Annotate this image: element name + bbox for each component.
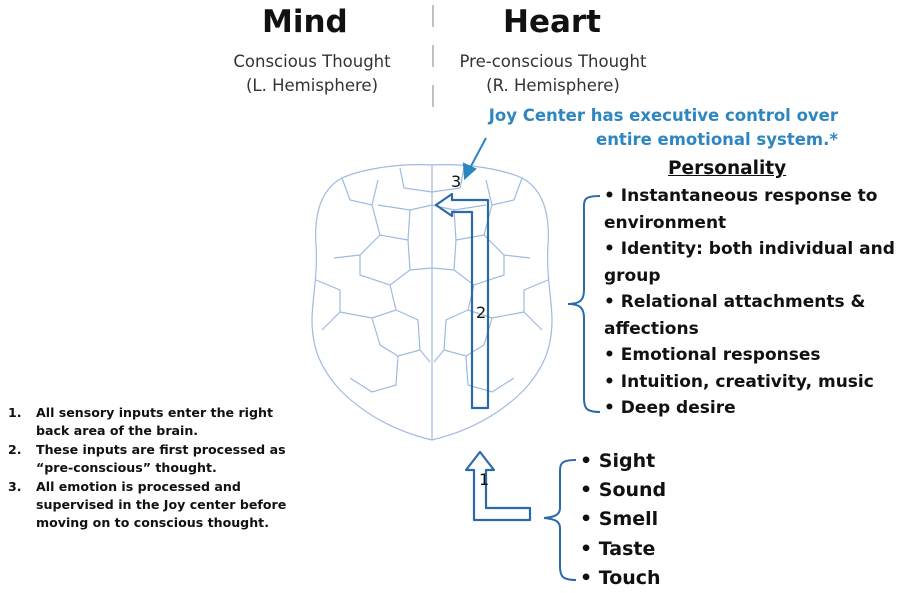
brain-outline <box>311 164 553 441</box>
arrow-one <box>464 450 532 522</box>
personality-item: Emotional responses <box>604 342 904 369</box>
step-item: 3. All emotion is processed and supervis… <box>0 478 320 533</box>
step-line: All sensory inputs enter the right <box>36 405 273 420</box>
joy-center-note: Joy Center has executive control over en… <box>440 104 838 152</box>
joy-note-line2: entire emotional system.* <box>596 130 838 149</box>
step-item: 1. All sensory inputs enter the right ba… <box>0 404 320 441</box>
personality-item: Instantaneous response to <box>604 183 904 210</box>
heart-subtitle: Pre-conscious Thought (R. Hemisphere) <box>438 50 668 98</box>
personality-item: Identity: both individual and <box>604 236 904 263</box>
step-line: moving on to conscious thought. <box>36 515 269 531</box>
step-number: 1. <box>8 405 22 420</box>
sense-item-touch: Touch <box>580 564 666 593</box>
marker-three: 3 <box>451 172 462 191</box>
personality-item-continued: group <box>604 263 904 290</box>
step-number: 3. <box>8 478 22 494</box>
steps-list: 1. All sensory inputs enter the right ba… <box>0 404 320 533</box>
personality-list: Instantaneous response to environment Id… <box>604 183 904 422</box>
heart-title: Heart <box>503 4 601 40</box>
mind-subtitle-line2: (L. Hemisphere) <box>245 76 379 95</box>
mind-title: Mind <box>262 4 348 40</box>
sense-item-smell: Smell <box>580 505 666 534</box>
personality-item-continuation: affections <box>604 318 699 339</box>
personality-item-continuation: group <box>604 265 661 286</box>
mind-subtitle-line1: Conscious Thought <box>233 52 391 71</box>
personality-item: Deep desire <box>604 395 904 422</box>
mind-subtitle: Conscious Thought (L. Hemisphere) <box>208 50 416 98</box>
sense-item-taste: Taste <box>580 535 666 564</box>
sense-item-sight: Sight <box>580 447 666 476</box>
personality-item: Intuition, creativity, music <box>604 369 904 396</box>
marker-one: 1 <box>479 470 490 489</box>
heart-subtitle-line1: Pre-conscious Thought <box>459 52 647 71</box>
personality-item-continued: affections <box>604 316 904 343</box>
joy-note-line1: Joy Center has executive control over <box>488 106 838 125</box>
step-line: All emotion is processed and <box>36 478 241 494</box>
personality-title: Personality <box>668 158 787 179</box>
personality-item-continuation: environment <box>604 212 727 233</box>
step-line: These inputs are first processed as <box>36 441 286 457</box>
personality-item: Relational attachments & <box>604 289 904 316</box>
step-line: back area of the brain. <box>36 423 199 439</box>
step-item: 2. These inputs are first processed as “… <box>0 441 320 478</box>
senses-brace <box>543 459 577 581</box>
sense-item-sound: Sound <box>580 476 666 505</box>
step-number: 2. <box>8 441 22 457</box>
heart-subtitle-line2: (R. Hemisphere) <box>486 76 620 95</box>
step-line: supervised in the Joy center before <box>36 497 287 513</box>
marker-two: 2 <box>476 303 487 322</box>
personality-item-continued: environment <box>604 210 904 237</box>
personality-brace <box>567 195 601 413</box>
step-line: “pre-conscious” thought. <box>36 460 217 476</box>
senses-list: Sight Sound Smell Taste Touch <box>580 447 666 593</box>
arrow-two <box>434 192 490 410</box>
joy-pointer-arrow <box>462 137 487 181</box>
